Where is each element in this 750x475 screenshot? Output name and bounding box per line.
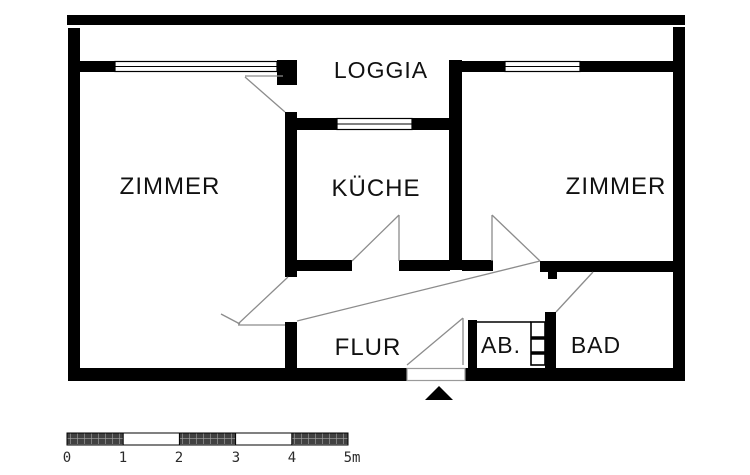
door-zimmer-left: [220, 276, 289, 326]
room-label-loggia: LOGGIA: [334, 57, 428, 83]
door-loggia: [244, 75, 286, 113]
wall-zimmerright-top-left: [449, 61, 505, 72]
scale-tick-0: 0: [63, 450, 71, 466]
scale-tick-5m: 5m: [344, 450, 361, 466]
door-kueche: [351, 214, 400, 262]
window-zimmer-left: [114, 60, 278, 73]
scale-bar: 0 1 2 3 4 5m: [63, 432, 361, 466]
scale-tick-2: 2: [175, 450, 183, 466]
entrance-marker-icon: [425, 386, 453, 400]
wall-flur-top-2: [399, 260, 450, 271]
door-entrance: [406, 317, 464, 366]
wall-zimmer-flur-vertical: [285, 322, 297, 368]
windows: [114, 60, 581, 131]
scale-bar-segment-2-3: [178, 432, 237, 446]
window-kueche: [336, 117, 413, 131]
wall-zimmerleft-top: [80, 61, 115, 72]
room-label-zimmer-right: ZIMMER: [566, 173, 667, 200]
scale-tick-3: 3: [232, 450, 240, 466]
door-zimmer-right: [491, 214, 541, 262]
door-swings: [220, 75, 594, 366]
wall-bad-top: [540, 261, 673, 272]
scale-tick-4: 4: [288, 450, 296, 466]
wall-flur-top-3: [462, 260, 493, 271]
wall-ab-left: [468, 320, 477, 368]
room-label-zimmer-left: ZIMMER: [120, 173, 221, 200]
wall-bad-door-jamb: [548, 272, 557, 279]
wall-kueche-zimmer-separator: [449, 60, 462, 270]
room-label-ab: AB.: [481, 332, 521, 358]
scale-tick-1: 1: [119, 450, 127, 466]
room-label-bad: BAD: [571, 332, 621, 358]
wall-bottom-right: [465, 368, 685, 381]
wall-zimmerright-top-right: [580, 61, 673, 72]
wall-loggia-pillar: [277, 60, 297, 85]
room-label-kueche: KÜCHE: [331, 175, 420, 202]
wall-flur-top-1: [297, 260, 352, 271]
wall-bottom-left: [68, 368, 407, 381]
door-bad: [555, 271, 594, 313]
shaft-symbol: [530, 321, 546, 366]
scale-bar-segment-0-1: [66, 432, 124, 446]
entrance-threshold: [406, 367, 466, 382]
wall-zimmer-kueche-vertical: [285, 112, 297, 277]
wall-shaft-right: [545, 312, 556, 368]
wall-kueche-top-left: [288, 118, 337, 130]
wall-top-outer: [67, 15, 685, 25]
wall-kueche-top-right: [412, 118, 460, 130]
room-label-flur: FLUR: [335, 334, 402, 361]
door-flur-chord: [296, 260, 541, 322]
outer-walls: [67, 15, 685, 381]
window-zimmer-right: [504, 60, 581, 73]
inner-walls: [80, 60, 673, 368]
scale-bar-segment-4-5: [291, 432, 349, 446]
wall-left-outer: [68, 28, 80, 381]
wall-right-outer: [673, 27, 685, 381]
